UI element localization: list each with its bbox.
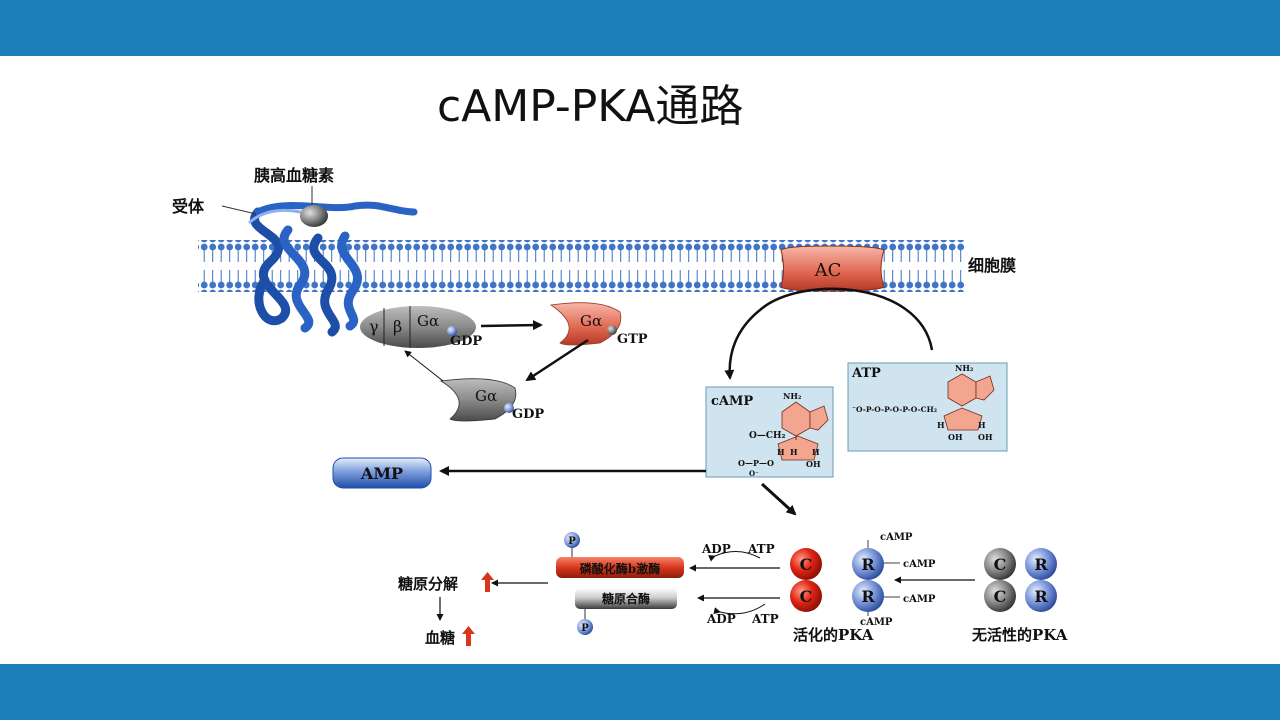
gdp-label-trimer: GDP [450, 334, 482, 349]
atp-h2: H [978, 420, 986, 430]
active-c-2: C [800, 587, 813, 606]
atp-structure-box [847, 362, 1008, 452]
adp-atp-curve-top [708, 551, 761, 562]
camp-ch2: O—CH₂ [749, 431, 786, 441]
camp-bound-1: cAMP [880, 532, 913, 543]
gdp-label: GDP [512, 407, 544, 422]
atp-oh2: OH [978, 432, 993, 442]
arrow-gtp-to-gdp [525, 338, 589, 382]
glycogen-synthase-label: 糖原合酶 [602, 591, 650, 606]
arrow-atp-to-camp [724, 287, 934, 380]
gdp-molecule-trimer [447, 326, 457, 336]
kinase-b-label: 磷酸化酶b激酶 [580, 561, 660, 576]
g-alpha-label-trimer: Gα [417, 312, 439, 330]
atp-label-top: ATP [747, 542, 775, 556]
bottom-banner [0, 664, 1280, 720]
phosphorylase-b-kinase-bar [556, 557, 684, 578]
atp-label-bottom: ATP [751, 612, 779, 626]
g-alpha-label-gdp: Gα [475, 387, 497, 405]
gtp-molecule [607, 325, 617, 335]
camp-bond-lines [867, 540, 900, 616]
atp-oh1: OH [948, 432, 963, 442]
glycogen-synthase-bar [575, 588, 677, 609]
adp-atp-curve-bottom [713, 603, 766, 615]
atp-h1: H [937, 420, 945, 430]
camp-phosphate: O—P—O [738, 458, 774, 468]
g-protein-trimer [360, 306, 476, 348]
ac-label: AC [814, 260, 842, 281]
active-pka-label: 活化的PKA [793, 626, 874, 644]
receptor-label: 受体 [172, 197, 205, 216]
adp-label-top: ADP [701, 542, 731, 556]
inactive-r-2: R [1034, 587, 1048, 606]
amp-label: AMP [360, 464, 403, 483]
kinase-phosphate [564, 532, 580, 548]
camp-o-minus: O⁻ [749, 469, 759, 478]
atp-nh2: NH₂ [955, 363, 974, 373]
camp-structure-box [705, 386, 834, 478]
g-gamma-label: γ [369, 317, 379, 336]
g-alpha-gdp [439, 378, 517, 422]
camp-h3: H [812, 447, 820, 457]
inactive-pka-complex [984, 548, 1057, 612]
inactive-r-1: R [1034, 555, 1048, 574]
inactive-pka-label: 无活性的PKA [971, 626, 1068, 644]
camp-box-title: cAMP [711, 394, 753, 409]
glycogenolysis-up-arrow [481, 572, 494, 592]
catalytic-subunit-2 [790, 580, 822, 612]
camp-nh2: NH₂ [783, 391, 802, 401]
slide-title: cAMP-PKA通路 [437, 81, 744, 132]
arrow-return-to-trimer [404, 350, 444, 382]
blood-glucose-up-arrow [462, 626, 475, 646]
regulatory-subunit-1 [852, 548, 884, 580]
synthase-phosphate [577, 619, 593, 635]
camp-bound-2: cAMP [903, 559, 936, 570]
catalytic-subunit-1 [790, 548, 822, 580]
camp-h2: H [790, 447, 798, 457]
inactive-c-1: C [994, 555, 1007, 574]
kinase-p-label: P [568, 536, 576, 547]
gdp-molecule [504, 403, 514, 413]
arrow-gdp-to-gtp [480, 320, 543, 331]
active-r-1: R [861, 555, 875, 574]
membrane-label: 细胞膜 [968, 256, 1016, 275]
amp-capsule [332, 457, 432, 489]
receptor-pointer [221, 205, 257, 215]
inactive-c-2: C [994, 587, 1007, 606]
regulatory-subunit-2 [852, 580, 884, 612]
glucagon-label: 胰高血糖素 [254, 166, 334, 185]
atp-phosphate-chain: ⁻O-P-O-P-O-P-O-CH₂ [852, 405, 937, 414]
camp-h1: H [777, 447, 785, 457]
atp-box-title: ATP [851, 366, 881, 381]
g-alpha-gtp [549, 302, 622, 346]
camp-bound-4: cAMP [860, 617, 893, 628]
top-banner [0, 0, 1280, 56]
g-beta-label: β [393, 317, 402, 336]
receptor-ribbon [248, 201, 418, 337]
g-alpha-label-gtp: Gα [580, 312, 602, 330]
camp-bound-3: cAMP [903, 594, 936, 605]
camp-oh: OH [806, 459, 821, 469]
active-r-2: R [861, 587, 875, 606]
blood-glucose-label: 血糖 [425, 629, 455, 647]
arrow-camp-to-pka [760, 482, 797, 516]
active-c-1: C [800, 555, 813, 574]
adp-label-bottom: ADP [706, 612, 736, 626]
glucagon-ligand [300, 205, 328, 227]
glycogenolysis-label: 糖原分解 [398, 575, 458, 593]
adenylyl-cyclase [780, 245, 885, 292]
gtp-label: GTP [617, 332, 648, 347]
synthase-p-label: P [581, 623, 589, 634]
